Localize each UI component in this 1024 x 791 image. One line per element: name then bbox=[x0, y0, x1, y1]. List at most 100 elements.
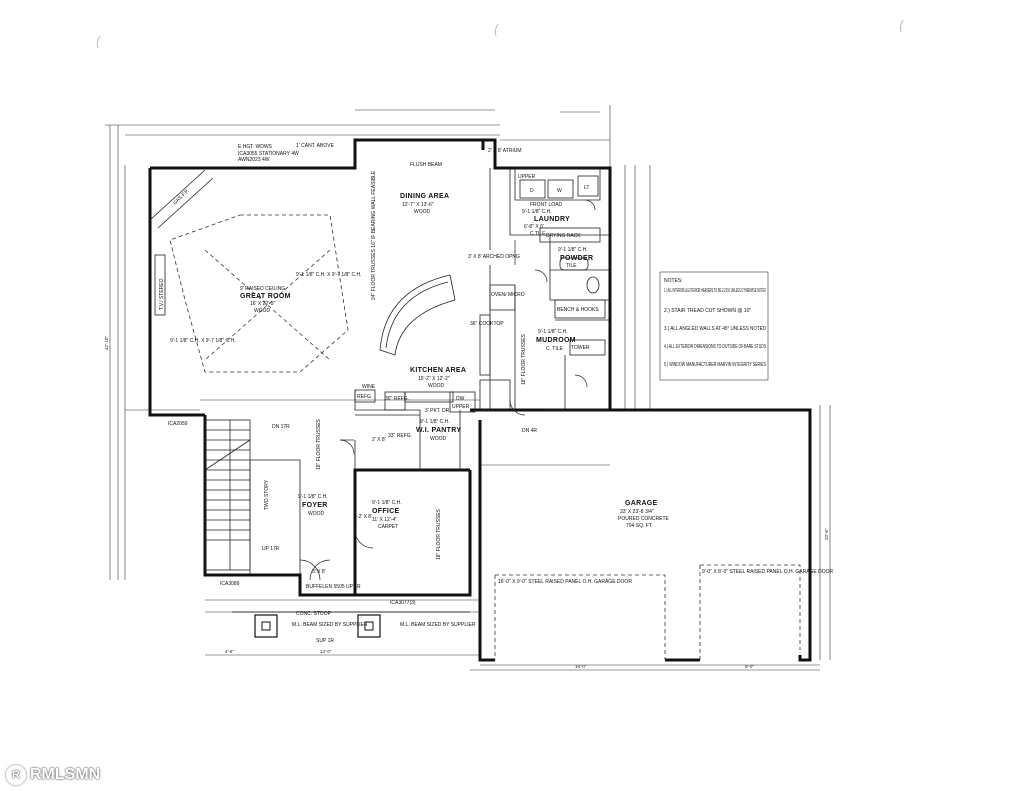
watermark: R RMLSMN bbox=[6, 765, 100, 785]
garage-floor: POURED CONCRETE bbox=[618, 516, 670, 522]
dining-floor: WOOD bbox=[414, 209, 430, 215]
door-swings bbox=[299, 199, 596, 581]
garage-area: 704 SQ. FT. bbox=[626, 523, 653, 529]
trusses-kitchen: 18" FLOOR TRUSSES bbox=[521, 333, 527, 385]
refg33: 33" REFG. bbox=[388, 433, 412, 439]
cooktop: 36" COOKTOP bbox=[470, 321, 504, 327]
pantry-ch: 9'-1 1/8" C.H. bbox=[420, 419, 450, 425]
hgt-wdws: E HGT. WDWS bbox=[238, 144, 273, 150]
note-1: 1.) ALL INTERIOR & EXTERIOR HEADERS TO B… bbox=[664, 288, 766, 294]
door-3x8: 3' X 8' bbox=[312, 569, 326, 575]
garage-door-right: 9'-0" X 8'-0" STEEL RAISED PANEL O.H. GA… bbox=[702, 569, 834, 575]
tv-stereo: T.V./ STEREO bbox=[159, 278, 165, 310]
dining-size: 12'-7" X 13'-6" bbox=[402, 202, 434, 208]
arched-opening: 3' X 8' ARCHED OPNG bbox=[468, 254, 520, 260]
dim-overall-left: 42'-10" bbox=[104, 336, 109, 350]
dishwasher: DW bbox=[456, 396, 465, 402]
foyer-floor: WOOD bbox=[308, 511, 324, 517]
laundry-fixtures bbox=[519, 175, 606, 356]
drying-rack: DRYING RACK bbox=[546, 233, 581, 239]
notes-box bbox=[659, 271, 769, 381]
door-2x8: 2' X 8' bbox=[372, 437, 386, 443]
dim-bottom-a: 4'-6" bbox=[225, 649, 234, 654]
window-spec: ICA3055 STATIONARY 4W bbox=[238, 151, 299, 157]
dryer: D bbox=[530, 188, 534, 194]
great-ceiling: 9' RAISED CEILING bbox=[240, 286, 285, 292]
window-ica3089: ICA3089 bbox=[220, 581, 240, 587]
kitchen-size: 15'-2" X 12'-2" bbox=[418, 376, 450, 382]
mudroom-name: MUDROOM bbox=[536, 337, 576, 344]
bench-hooks: BENCH & HOOKS bbox=[557, 307, 599, 313]
great-floor: WOOD bbox=[254, 308, 270, 314]
wine: WINE bbox=[362, 384, 376, 390]
up17r: UP 17R bbox=[262, 546, 280, 552]
pantry-name: W.I. PANTRY bbox=[416, 427, 461, 434]
scan-marks bbox=[96, 19, 904, 49]
foyer-ch: 9'-1 1/8" C.H. bbox=[298, 494, 328, 500]
tower: TOWER bbox=[571, 345, 590, 351]
great-ch-upper: 9'-1 1/8" C.H. X 9'-7 1/8" C.H. bbox=[296, 272, 361, 278]
great-room-features bbox=[149, 169, 349, 373]
kitchen-floor: WOOD bbox=[428, 383, 444, 389]
window-ica3077: ICA3077(3) bbox=[390, 600, 416, 606]
kitchen-counters bbox=[354, 284, 516, 413]
ml-beam-2: M.L. BEAM SIZED BY SUPPLIER bbox=[400, 622, 476, 628]
washer: W bbox=[557, 188, 562, 194]
note-5: 5.) WINDOW MANUFACTURER MARVIN INTEGRITY… bbox=[664, 362, 766, 368]
dim-garage-right: 33'-8" bbox=[824, 528, 829, 540]
laundry-tub: LT bbox=[584, 185, 589, 191]
powder-floor: TILE bbox=[566, 263, 577, 269]
pkt-door: 3' PKT. DR bbox=[425, 408, 450, 414]
two-story: TWO STORY bbox=[264, 479, 270, 510]
atrium: 2' X 8' ATRIUM bbox=[488, 148, 522, 154]
powder-ch: 9'-1 1/8" C.H. bbox=[558, 247, 588, 253]
upper-laundry: UPPER bbox=[518, 174, 536, 180]
foyer-name: FOYER bbox=[302, 502, 328, 509]
refg36: 36" REFG. bbox=[385, 396, 409, 402]
office-floor: CARPET bbox=[378, 524, 398, 530]
ml-beam-1: M.L. BEAM SIZED BY SUPPLIER bbox=[292, 622, 368, 628]
kitchen-island bbox=[379, 274, 456, 356]
mudroom-ch: 9'-1 1/8" C.H. bbox=[538, 329, 568, 335]
staircase bbox=[204, 419, 251, 571]
dn-garage: DN 4R bbox=[522, 428, 537, 434]
dining-name: DINING AREA bbox=[400, 193, 449, 200]
walls bbox=[148, 138, 812, 662]
trusses-office: 18" FLOOR TRUSSES bbox=[436, 508, 442, 560]
refg: REFG bbox=[357, 394, 371, 400]
garage-doors bbox=[494, 564, 801, 660]
dn17r: DN 17R bbox=[272, 424, 290, 430]
great-name: GREAT ROOM bbox=[240, 293, 291, 300]
garage-name: GARAGE bbox=[625, 500, 658, 507]
sup1r: SUP 1R bbox=[316, 638, 334, 644]
notes-title: NOTES: bbox=[664, 278, 683, 284]
cant-above: 1' CANT. ABOVE bbox=[296, 143, 335, 149]
watermark-text: RMLSMN bbox=[30, 766, 101, 783]
office-ch: 9'-1 1/8" C.H. bbox=[372, 500, 402, 506]
porch-columns bbox=[232, 611, 470, 638]
laundry-front: FRONT LOAD bbox=[530, 202, 563, 208]
laundry-name: LAUNDRY bbox=[534, 216, 570, 223]
trusses-foyer: 18" FLOOR TRUSSES bbox=[316, 418, 322, 470]
window-ica2059: ICA2059 bbox=[168, 421, 188, 427]
note-3: 3.) ALL ANGLED WALLS AT 45° UNLESS NOTED bbox=[664, 326, 766, 332]
pantry-floor: WOOD bbox=[430, 436, 446, 442]
door-22x8: 2-2' X 8' bbox=[354, 514, 372, 520]
trusses-dining: 24" FLOOR TRUSSES 16" IF BEARING WALL FE… bbox=[371, 170, 377, 300]
great-ch-lower: 9'-1 1/8" C.H. X 9'-7 1/8" C.H. bbox=[170, 338, 235, 344]
flush-beam: FLUSH BEAM bbox=[410, 162, 442, 168]
bench-up: BUFFELEN 5505 UP 1R bbox=[306, 584, 361, 590]
window-spec2: AWN2023 4W bbox=[238, 157, 270, 163]
garage-size: 33' X 23'-8 3/4" bbox=[620, 509, 654, 515]
dim-bottom-c: 16'-0" bbox=[575, 664, 587, 669]
office-size: 11' X 12'-4" bbox=[372, 517, 397, 523]
note-4: 4.) ALL EXTERIOR DIMENSIONS TO OUTSIDE O… bbox=[664, 344, 766, 350]
dimension-lines bbox=[105, 105, 831, 671]
laundry-ch: 9'-1 1/8" C.H. bbox=[522, 209, 552, 215]
powder-name: POWDER bbox=[560, 255, 593, 262]
upper-kitchen: UPPER bbox=[452, 404, 470, 410]
oven-micro: OVEN/ MICRO bbox=[491, 292, 525, 298]
conc-stoop: CONC. STOOP bbox=[296, 611, 332, 617]
dim-bottom-b: 13'-0" bbox=[320, 649, 332, 654]
